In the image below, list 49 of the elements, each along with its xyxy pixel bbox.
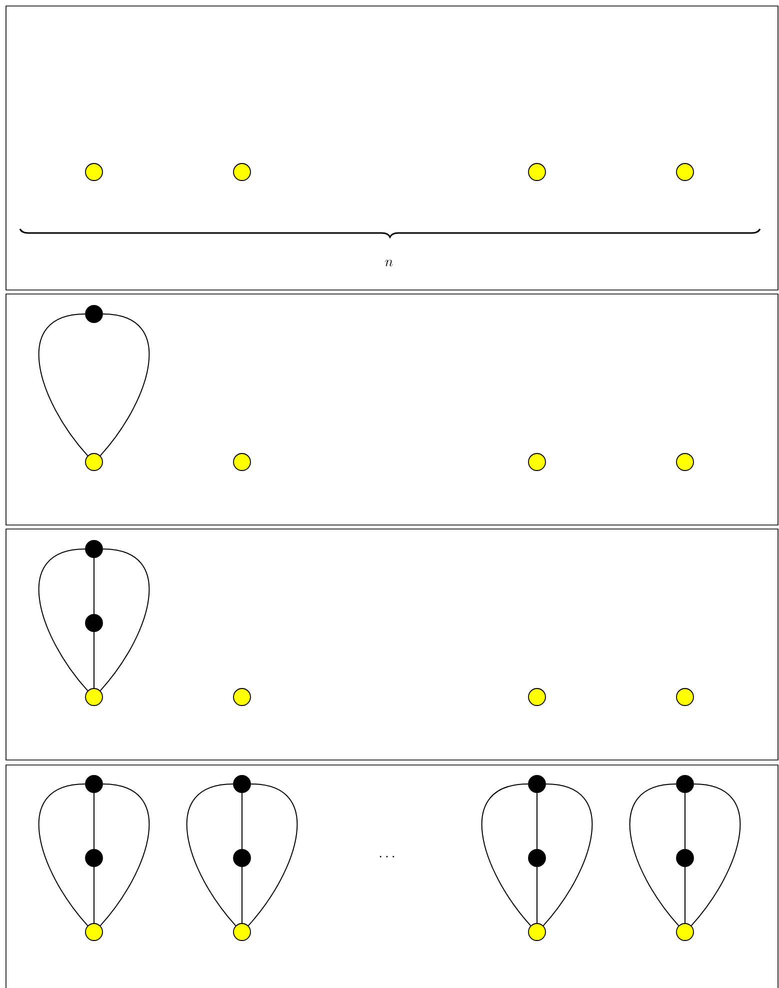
graph-edge (100, 314, 150, 456)
vertex (676, 849, 694, 867)
panel-frame (6, 528, 778, 760)
graph-edge (536, 866, 538, 924)
vertex (528, 163, 546, 181)
graph-edge (690, 784, 741, 926)
vertex (233, 849, 251, 867)
vertex (233, 923, 251, 941)
ellipsis: $\cdots$ (380, 856, 394, 858)
vertex (233, 453, 251, 471)
panel-frame (6, 294, 778, 526)
vertex (85, 305, 103, 323)
graph-edge (38, 314, 88, 456)
vertex (233, 163, 251, 181)
vertex (528, 923, 546, 941)
vertex (85, 540, 103, 558)
vertex (85, 849, 103, 867)
vertex (85, 614, 103, 632)
vertex (528, 688, 546, 706)
vertex (528, 775, 546, 793)
vertex (85, 688, 103, 706)
panel-frame (6, 764, 778, 988)
vertex (233, 688, 251, 706)
vertex (85, 163, 103, 181)
panel-frame (6, 6, 778, 290)
graph-edge (100, 548, 150, 692)
graph-edge (481, 784, 532, 926)
graph-edge (684, 866, 686, 924)
vertex (85, 923, 103, 941)
graph-edge (248, 784, 298, 926)
graph-edge (186, 784, 236, 926)
graph-edge (542, 784, 593, 926)
graph-edge (100, 784, 150, 926)
vertex (676, 923, 694, 941)
graph-edge (38, 784, 88, 926)
vertex (528, 849, 546, 867)
brace-label: $n$ (385, 260, 393, 266)
vertex (676, 453, 694, 471)
graph-edge (38, 548, 88, 692)
vertex (85, 775, 103, 793)
vertex (676, 688, 694, 706)
vertex (233, 775, 251, 793)
vertex (85, 453, 103, 471)
vertex (676, 163, 694, 181)
graph-edge (536, 792, 538, 850)
graph-edge (684, 792, 686, 850)
vertex (528, 453, 546, 471)
vertex (676, 775, 694, 793)
graph-edge (629, 784, 680, 926)
